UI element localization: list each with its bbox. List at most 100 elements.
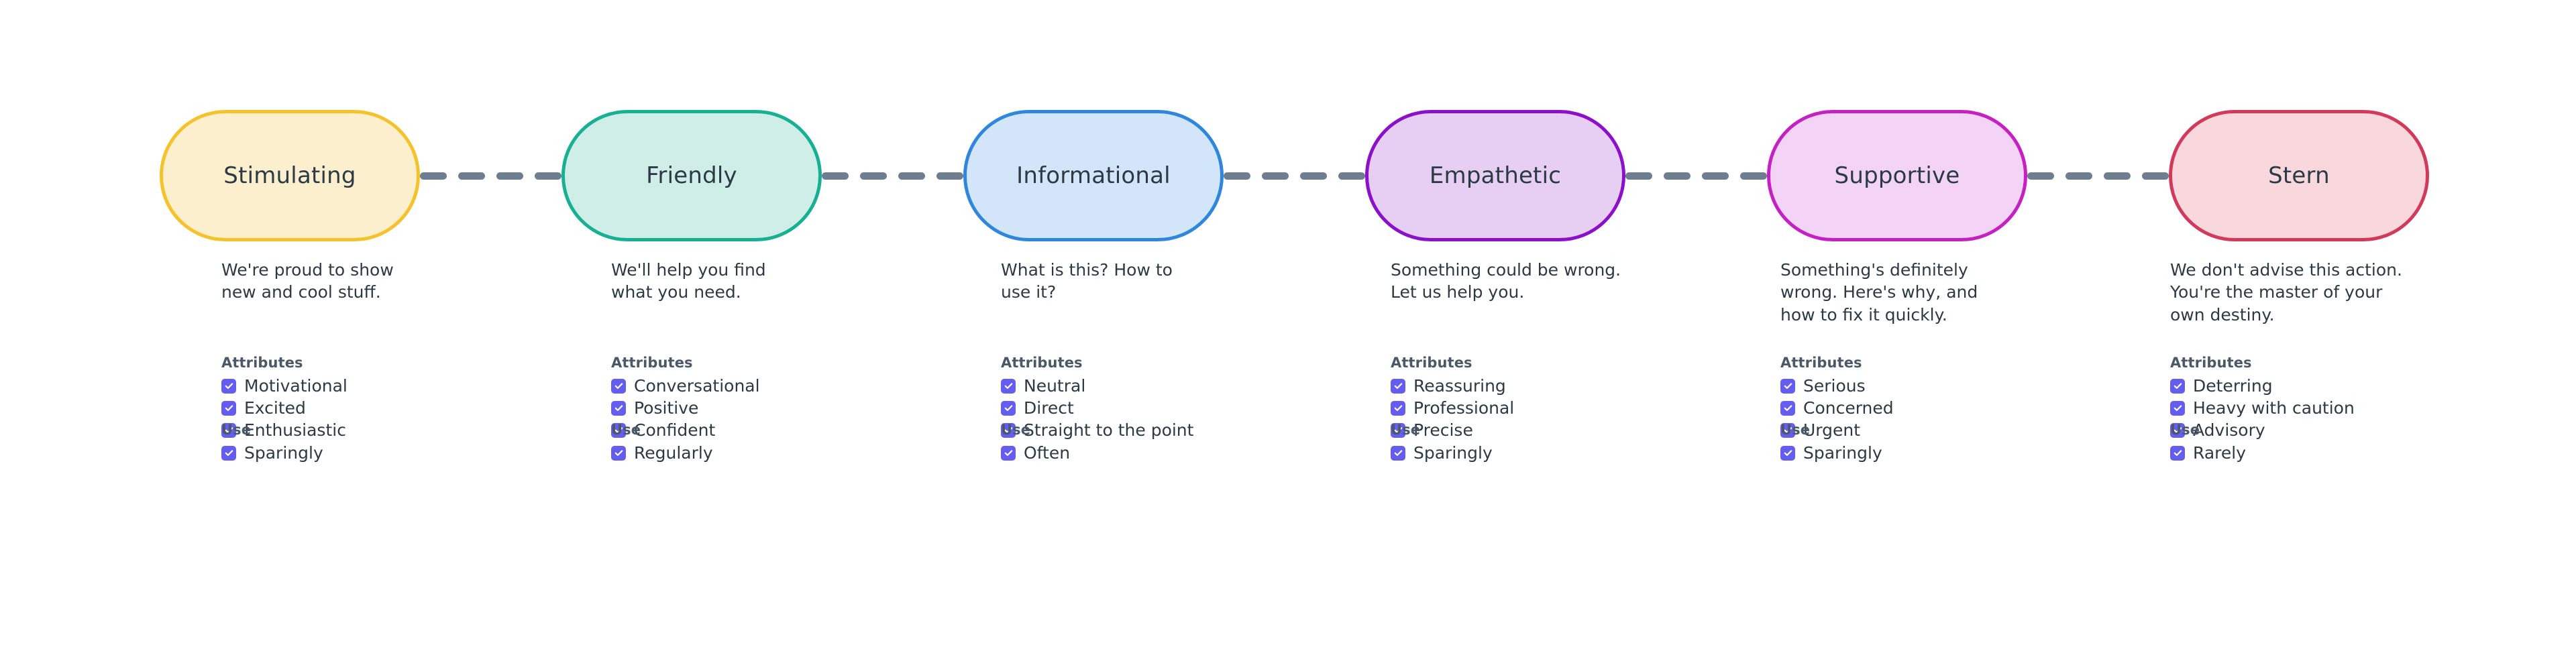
connector-dash [1300,172,1327,180]
tone-pill-label: Stern [2268,162,2330,189]
checkmark-icon[interactable] [1780,400,1795,416]
checkbox-row[interactable]: Concerned [1780,397,2069,419]
tone-pill-stimulating[interactable]: Stimulating [160,110,420,241]
connector-dash [1702,172,1729,180]
checkbox-label: Sparingly [1803,443,1882,463]
tone-use-title: Use [611,422,641,438]
checkmark-icon[interactable] [221,422,236,438]
connector-dash [420,172,447,180]
checkmark-icon[interactable] [1001,445,1016,461]
checkbox-row[interactable]: Confident [611,419,900,441]
checkbox-row[interactable]: Sparingly [221,442,510,464]
tone-pill-friendly[interactable]: Friendly [561,110,822,241]
checkbox-row[interactable]: Precise [1391,419,1679,441]
connector-dash [1262,172,1289,180]
tone-column-stern: We don't advise this action. You're the … [2170,259,2452,461]
checkbox-row[interactable]: Professional [1391,397,1679,419]
tone-description: We're proud to show new and cool stuff. [221,260,394,302]
checkmark-icon[interactable] [2170,445,2185,461]
checkbox-row[interactable]: Heavy with caution [2170,397,2459,419]
checkbox-label: Neutral [1024,376,1086,396]
checkbox-label: Regularly [634,443,713,463]
checkbox-label: Conversational [634,376,760,396]
tone-pill-label: Informational [1016,162,1171,189]
tone-attributes-title: Attributes [1391,355,1472,371]
connector-dash [458,172,485,180]
tone-use-list: Sparingly [1391,442,1679,464]
checkbox-label: Direct [1024,398,1074,418]
checkbox-row[interactable]: Advisory [2170,419,2459,441]
tone-pill-stern[interactable]: Stern [2169,110,2429,241]
checkmark-icon[interactable] [221,445,236,461]
checkmark-icon[interactable] [1001,400,1016,416]
checkbox-label: Sparingly [244,443,323,463]
tone-pill-empathetic[interactable]: Empathetic [1365,110,1625,241]
tone-use-list: Sparingly [1780,442,2069,464]
checkbox-row[interactable]: Neutral [1001,375,1289,397]
tone-attributes-title: Attributes [2170,355,2252,371]
connector-dash [898,172,925,180]
checkbox-row[interactable]: Reassuring [1391,375,1679,397]
checkmark-icon[interactable] [1780,445,1795,461]
checkmark-icon[interactable] [2170,422,2185,438]
checkmark-icon[interactable] [2170,378,2185,394]
connector-dash [2027,172,2054,180]
checkmark-icon[interactable] [221,378,236,394]
checkbox-row[interactable]: Sparingly [1391,442,1679,464]
checkmark-icon[interactable] [2170,400,2185,416]
checkmark-icon[interactable] [1001,378,1016,394]
checkmark-icon[interactable] [611,422,626,438]
tone-pill-informational[interactable]: Informational [963,110,1224,241]
tone-pill-supportive[interactable]: Supportive [1767,110,2027,241]
checkbox-label: Excited [244,398,306,418]
checkbox-label: Straight to the point [1024,420,1194,440]
checkbox-row[interactable]: Rarely [2170,442,2459,464]
checkmark-icon[interactable] [1780,378,1795,394]
checkbox-row[interactable]: Regularly [611,442,900,464]
checkbox-row[interactable]: Often [1001,442,1289,464]
checkbox-label: Enthusiastic [244,420,346,440]
checkbox-label: Professional [1413,398,1515,418]
checkmark-icon[interactable] [1001,422,1016,438]
checkbox-row[interactable]: Positive [611,397,900,419]
checkmark-icon[interactable] [611,378,626,394]
checkmark-icon[interactable] [1391,378,1405,394]
tone-column-empathetic: Something could be wrong. Let us help yo… [1391,259,1672,461]
checkmark-icon[interactable] [611,445,626,461]
checkbox-row[interactable]: Excited [221,397,510,419]
tone-attributes-title: Attributes [1780,355,1862,371]
checkbox-row[interactable]: Conversational [611,375,900,397]
checkbox-row[interactable]: Urgent [1780,419,2069,441]
checkbox-row[interactable]: Deterring [2170,375,2459,397]
checkmark-icon[interactable] [1391,422,1405,438]
checkmark-icon[interactable] [1391,400,1405,416]
checkmark-icon[interactable] [611,400,626,416]
tone-pill-label: Supportive [1834,162,1960,189]
checkbox-label: Confident [634,420,716,440]
connector-dash [822,172,849,180]
checkmark-icon[interactable] [221,400,236,416]
checkbox-row[interactable]: Straight to the point [1001,419,1289,441]
checkmark-icon[interactable] [1780,422,1795,438]
checkbox-row[interactable]: Serious [1780,375,2069,397]
checkbox-row[interactable]: Sparingly [1780,442,2069,464]
checkbox-row[interactable]: Enthusiastic [221,419,510,441]
tone-attributes-title: Attributes [221,355,303,371]
checkbox-row[interactable]: Motivational [221,375,510,397]
checkmark-icon[interactable] [1391,445,1405,461]
tone-connector-dashed [420,110,561,241]
connector-dash [2104,172,2131,180]
tone-description: What is this? How to use it? [1001,260,1173,302]
checkbox-label: Precise [1413,420,1473,440]
checkbox-label: Heavy with caution [2193,398,2355,418]
checkbox-label: Serious [1803,376,1866,396]
connector-dash [1664,172,1690,180]
checkbox-row[interactable]: Direct [1001,397,1289,419]
